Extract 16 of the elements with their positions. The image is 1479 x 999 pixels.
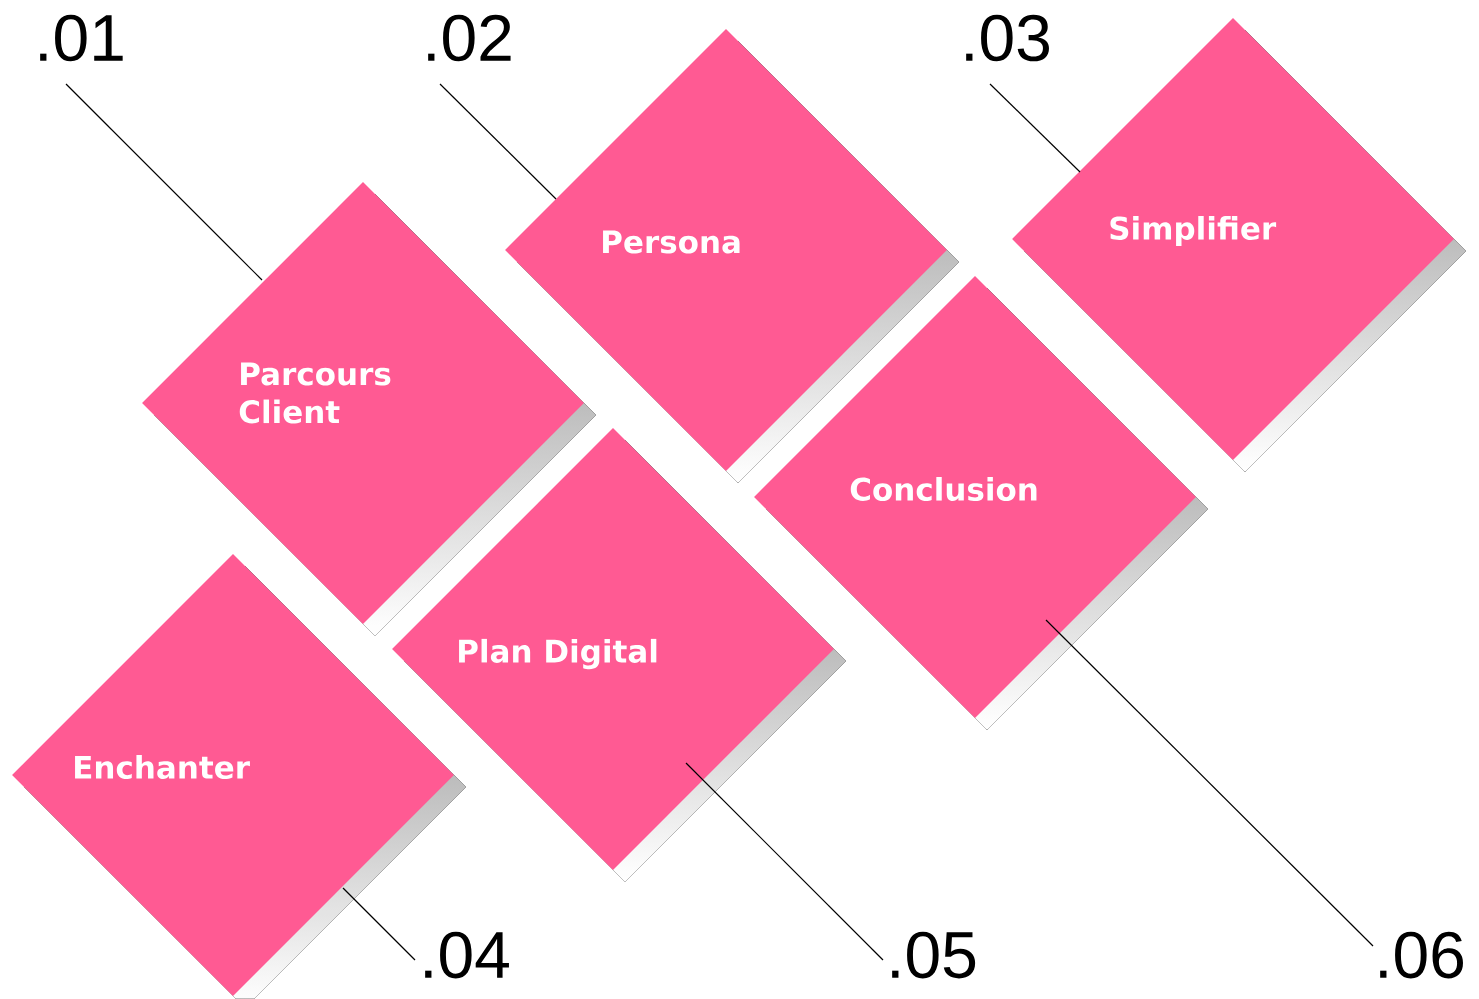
callout-number: .05 [892, 931, 976, 979]
leader-line [685, 762, 884, 961]
leader-line [989, 83, 1081, 173]
leader-line [1045, 619, 1374, 947]
diamond-tile: Conclusion [754, 276, 1196, 718]
leader-line [439, 83, 557, 200]
leader-line [342, 887, 416, 961]
leader-line [65, 83, 263, 281]
node-label: Conclusion [850, 477, 1037, 501]
diamond-tile: Parcours Client [142, 182, 584, 624]
diamond-tile: Plan Digital [392, 428, 834, 870]
node-label: Parcours Client [239, 362, 391, 424]
callout-number: .01 [40, 14, 123, 62]
node-label: Persona [603, 230, 740, 254]
node-label: Plan Digital [459, 638, 657, 670]
callout-number: .06 [1380, 931, 1463, 979]
